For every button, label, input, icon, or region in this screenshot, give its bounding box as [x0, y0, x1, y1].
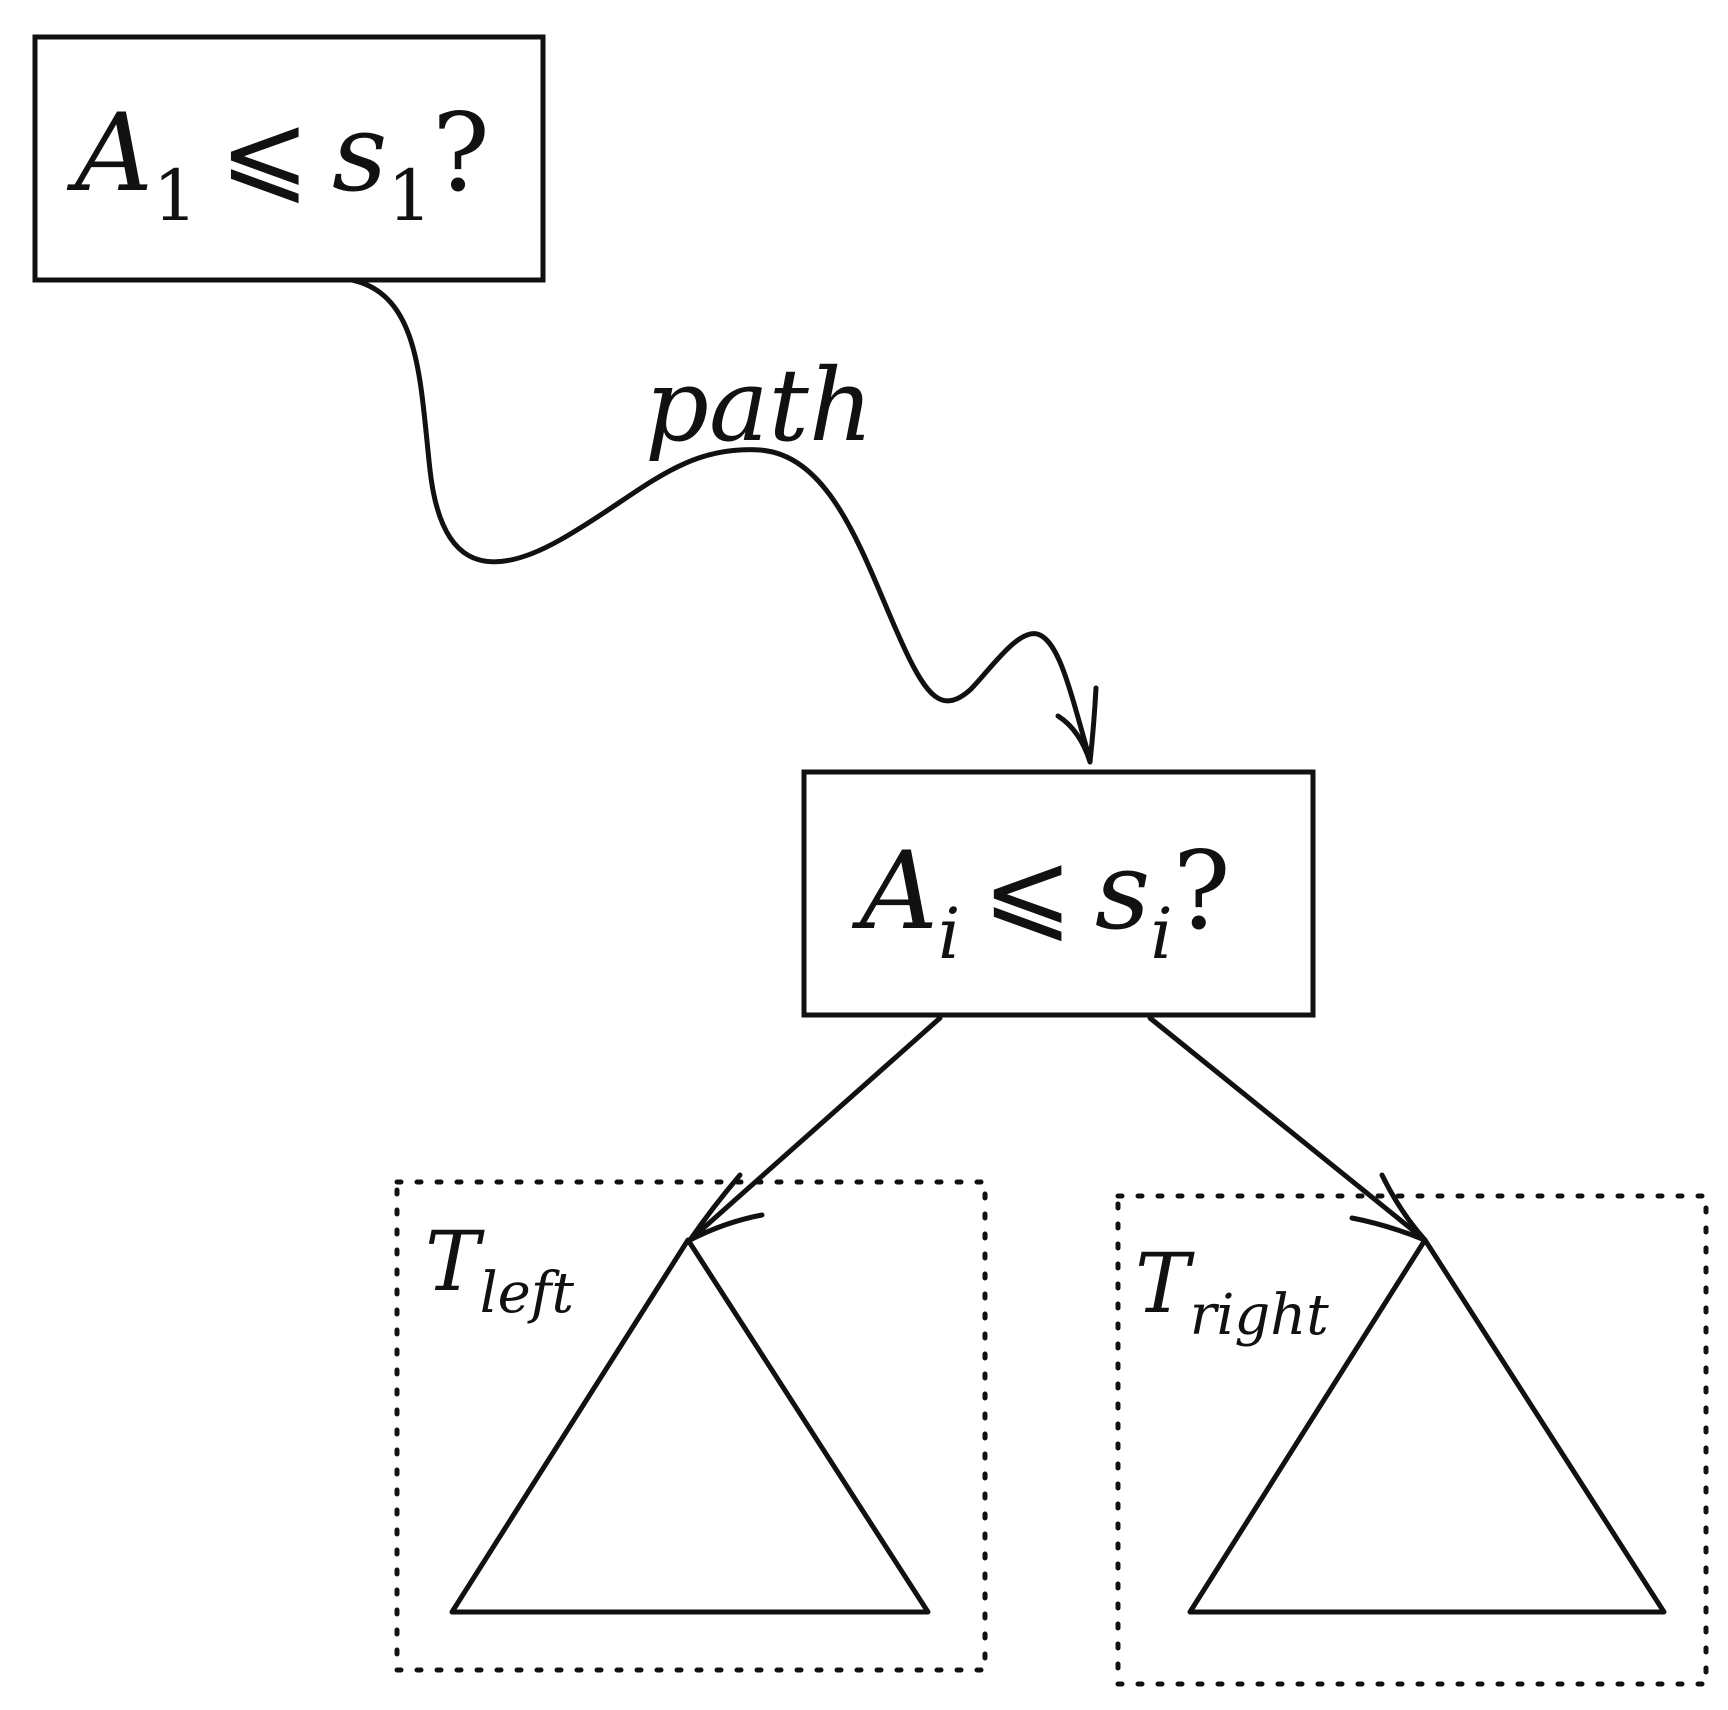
current-threshold: s [1095, 829, 1150, 954]
left-subtree: Tleft [394, 1179, 988, 1673]
left-branch-edge [687, 1015, 943, 1243]
current-node: Ai⩽si? [801, 769, 1316, 1018]
left-subtree-triangle [449, 1237, 931, 1615]
root-node: A1⩽s1? [32, 34, 546, 283]
current-relation: ⩽ [982, 829, 1073, 954]
root-question-mark: ? [432, 91, 490, 216]
left-subtree-name: T [425, 1215, 485, 1310]
current-variable-subscript: i [938, 893, 960, 975]
root-node-box [32, 34, 546, 283]
current-question-mark: ? [1173, 829, 1231, 954]
right-subtree-triangle [1187, 1237, 1667, 1615]
current-threshold-subscript: i [1150, 893, 1172, 975]
left-branch-line [687, 1015, 943, 1243]
right-branch-line [1147, 1015, 1428, 1243]
current-variable: A [851, 829, 938, 954]
root-variable-subscript: 1 [153, 155, 198, 237]
root-node-label: A1⩽s1? [66, 91, 490, 237]
path-edge-curve [349, 277, 1093, 763]
left-subtree-dotted-frame [394, 1179, 988, 1673]
right-subtree-name: T [1135, 1237, 1195, 1332]
path-edge-arrowhead [1055, 685, 1099, 765]
right-branch-edge [1147, 1015, 1428, 1243]
right-subtree-subscript: right [1190, 1283, 1330, 1348]
path-label: path [645, 347, 873, 464]
path-edge: path [349, 277, 1099, 765]
current-node-box [801, 769, 1316, 1018]
right-subtree-label: Tright [1135, 1237, 1329, 1348]
root-threshold: s [332, 91, 387, 216]
left-subtree-subscript: left [480, 1261, 575, 1326]
root-threshold-subscript: 1 [387, 155, 432, 237]
current-node-label: Ai⩽si? [851, 829, 1231, 975]
left-subtree-label: Tleft [425, 1215, 574, 1326]
root-variable: A [66, 91, 153, 216]
right-subtree: Tright [1115, 1193, 1709, 1687]
root-relation: ⩽ [220, 91, 311, 216]
